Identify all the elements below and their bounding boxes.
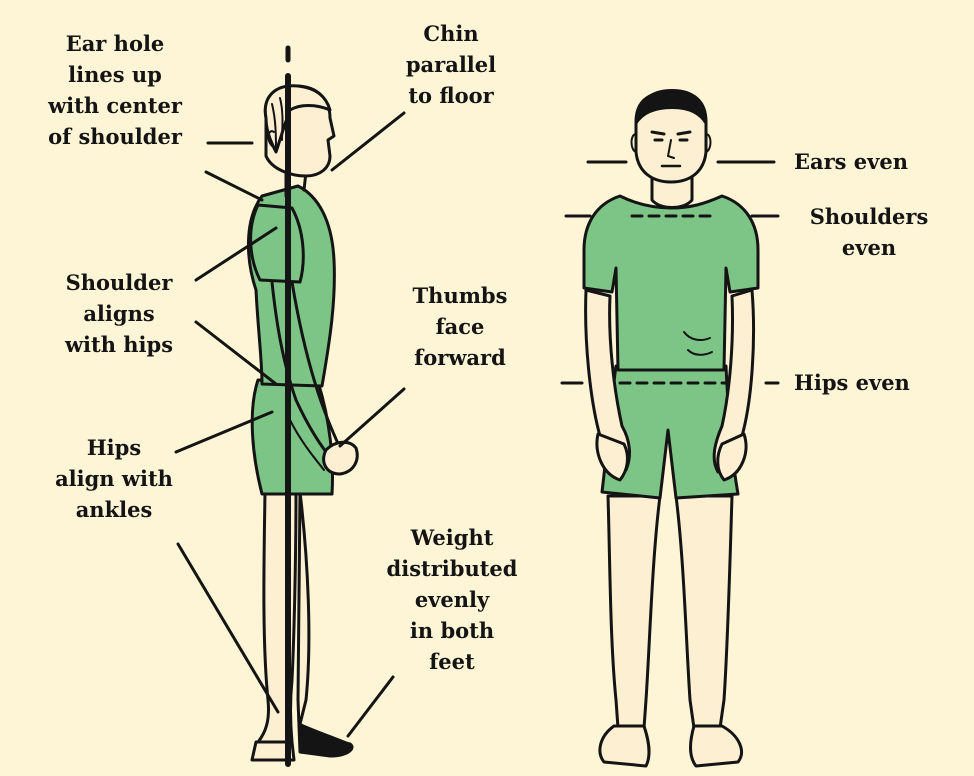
ears-even-label: Ears even	[794, 146, 954, 177]
ear-hole-label-line: lines up	[22, 59, 208, 90]
thumbs-label-line: Thumbs	[386, 280, 534, 311]
thumbs-pointer	[340, 389, 404, 446]
ear-hole-label-line: Ear hole	[22, 28, 208, 59]
hips-even-label: Hips even	[794, 367, 954, 398]
hips-align-label-line: align with	[34, 463, 194, 494]
weight-label-line: distributed	[364, 553, 540, 584]
ear-hole-label-line: of shoulder	[22, 121, 208, 152]
weight-label: Weight distributed evenly in both feet	[364, 522, 540, 677]
hips-align-label: Hips align with ankles	[34, 432, 194, 525]
chin-label-line: parallel	[376, 49, 526, 80]
chin-label-line: to floor	[376, 80, 526, 111]
hips-align-label-line: ankles	[34, 494, 194, 525]
shoulder-label-line: with hips	[36, 329, 202, 360]
shoulders-even-label-line: Shoulders	[786, 201, 952, 232]
ear-shoulder-pointer	[206, 172, 262, 200]
shoulder-label: Shoulder aligns with hips	[36, 267, 202, 360]
hips-even-label-line: Hips even	[794, 367, 954, 398]
weight-label-line: feet	[364, 646, 540, 677]
ear-hole-label: Ear hole lines up with center of shoulde…	[22, 28, 208, 152]
thumbs-label-line: face	[386, 311, 534, 342]
chin-label-line: Chin	[376, 18, 526, 49]
ears-even-label-line: Ears even	[794, 146, 954, 177]
thumbs-label: Thumbs face forward	[386, 280, 534, 373]
thumbs-label-line: forward	[386, 342, 534, 373]
hips-align-label-line: Hips	[34, 432, 194, 463]
side-view-figure	[248, 86, 357, 760]
shoulder-label-line: aligns	[36, 298, 202, 329]
ear-hole-label-line: with center	[22, 90, 208, 121]
weight-label-line: evenly	[364, 584, 540, 615]
shoulders-even-label: Shoulders even	[786, 201, 952, 263]
chin-pointer	[332, 113, 404, 170]
front-view-figure	[584, 90, 758, 766]
weight-label-line: in both	[364, 615, 540, 646]
shoulders-even-label-line: even	[786, 232, 952, 263]
weight-pointer	[348, 677, 393, 736]
shoulder-label-line: Shoulder	[36, 267, 202, 298]
weight-label-line: Weight	[364, 522, 540, 553]
chin-label: Chin parallel to floor	[376, 18, 526, 111]
